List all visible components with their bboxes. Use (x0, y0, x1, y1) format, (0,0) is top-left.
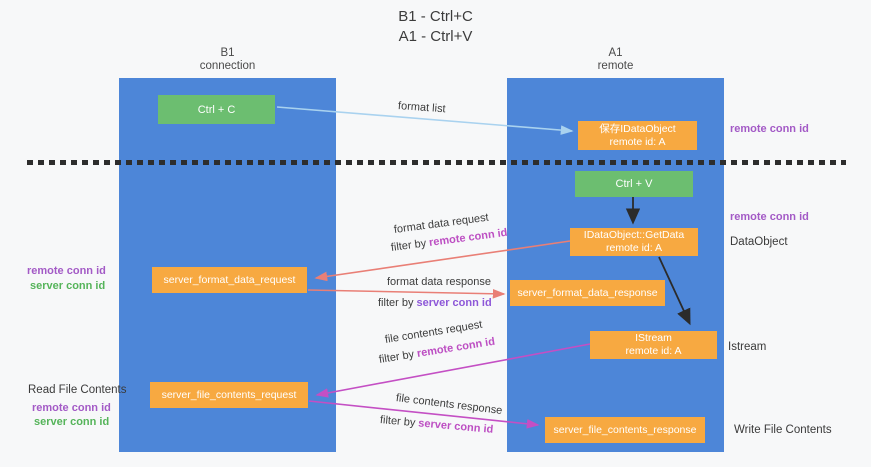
title-line-2: A1 - Ctrl+V (398, 28, 473, 45)
node-ctrl-v-label: Ctrl + V (615, 178, 653, 190)
right-lifeline-title: A1 (608, 47, 623, 59)
left-remote-conn-id-label: remote conn id (27, 265, 106, 277)
dataobject-label: DataObject (730, 236, 788, 248)
left-bottom-remote-conn-id-label: remote conn id (32, 402, 111, 414)
node-server-file-contents-request: server_file_contents_request (150, 382, 308, 408)
write-file-contents-label: Write File Contents (734, 424, 832, 436)
remote-conn-id-highlight: remote conn id (416, 335, 496, 360)
format-data-response-arrow (307, 288, 506, 299)
server-conn-id-highlight: server conn id (417, 417, 494, 436)
node-server-format-data-request: server_format_data_request (152, 267, 307, 293)
node-istream-line1: IStream (635, 332, 672, 344)
filter-by-text: filter by (390, 237, 427, 254)
right-lifeline-header: A1 remote (507, 47, 724, 73)
read-file-contents-label: Read File Contents (28, 384, 127, 396)
node-server-format-data-request-label: server_format_data_request (163, 274, 296, 286)
node-ctrl-c: Ctrl + C (158, 95, 275, 124)
node-idataobject-getdata: IDataObject::GetData remote id: A (570, 228, 698, 256)
format-data-response-label: format data response (387, 276, 491, 288)
right-mid-remote-conn-id-label: remote conn id (730, 211, 809, 223)
right-top-remote-conn-id-label: remote conn id (730, 123, 809, 135)
left-lifeline-subtitle: connection (199, 60, 256, 72)
right-lifeline-subtitle: remote (597, 60, 634, 72)
left-lifeline-header: B1 connection (119, 47, 336, 73)
node-server-format-data-response: server_format_data_response (510, 280, 665, 306)
remote-conn-id-highlight: remote conn id (428, 226, 509, 249)
format-list-label: format list (397, 100, 446, 116)
node-save-dataobject-line1: 保存IDataObject (599, 122, 676, 135)
node-idataobject-getdata-line2: remote id: A (605, 242, 663, 254)
diagram-title: B1 - Ctrl+C A1 - Ctrl+V (0, 7, 871, 47)
filter-by-text: filter by (379, 414, 416, 430)
node-server-file-contents-request-label: server_file_contents_request (161, 389, 297, 401)
left-lifeline-title: B1 (220, 47, 235, 59)
file-contents-response-label: file contents response (395, 392, 503, 417)
node-ctrl-c-label: Ctrl + C (197, 103, 236, 116)
node-ctrl-v: Ctrl + V (575, 171, 693, 197)
server-conn-id-highlight: server conn id (416, 297, 492, 309)
node-idataobject-getdata-line1: IDataObject::GetData (583, 229, 685, 241)
left-server-conn-id-label: server conn id (30, 280, 106, 292)
left-bottom-server-conn-id-label: server conn id (34, 416, 110, 428)
filter-by-text: filter by (378, 297, 414, 309)
node-server-file-contents-response: server_file_contents_response (545, 417, 705, 443)
node-server-format-data-response-label: server_format_data_response (517, 287, 658, 299)
node-istream: IStream remote id: A (590, 331, 717, 359)
istream-side-label: Istream (728, 341, 767, 353)
title-line-1: B1 - Ctrl+C (398, 8, 473, 25)
node-save-dataobject-line2: remote id: A (609, 135, 666, 148)
node-istream-line2: remote id: A (625, 345, 682, 357)
dashed-separator-line (27, 160, 846, 165)
filter-by-text: filter by (378, 348, 415, 366)
node-save-dataobject: 保存IDataObject remote id: A (578, 121, 697, 150)
node-server-file-contents-response-label: server_file_contents_response (553, 424, 697, 436)
